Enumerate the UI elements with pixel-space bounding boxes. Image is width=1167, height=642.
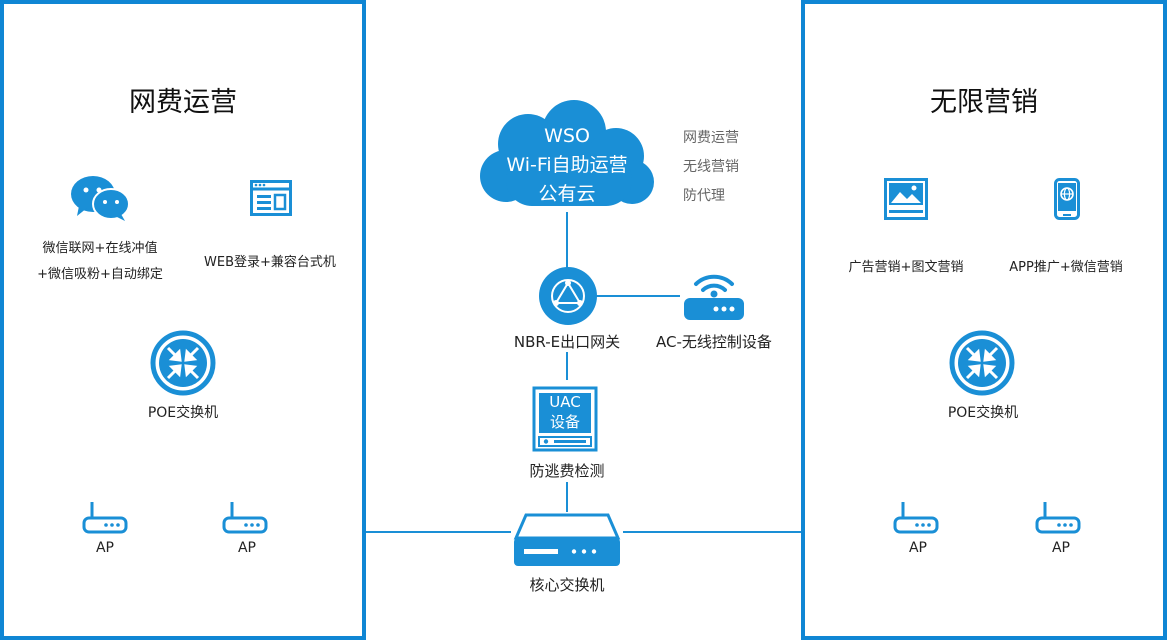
cloud-feature-1: 网费运营 <box>683 130 739 146</box>
poe-switch-icon <box>150 330 216 396</box>
right-ap1-label: AP <box>908 540 928 556</box>
left-ap2-label: AP <box>237 540 257 556</box>
gateway-icon <box>539 267 597 325</box>
nbr-gateway-label: NBR-E出口网关 <box>513 333 621 351</box>
image-ad-icon <box>884 178 928 220</box>
right-panel-title: 无限营销 <box>930 87 1038 118</box>
left-panel-title: 网费运营 <box>129 87 237 118</box>
core-switch-label: 核心交换机 <box>529 576 605 594</box>
core-switch-icon <box>513 513 621 566</box>
wechat-icon <box>71 176 130 221</box>
web-page-icon <box>250 180 292 216</box>
ap-icon <box>893 502 939 534</box>
ac-controller-label: AC-无线控制设备 <box>656 333 772 351</box>
mobile-app-icon <box>1054 178 1080 220</box>
wireless-controller-icon <box>684 274 744 320</box>
left-panel <box>0 0 366 640</box>
uac-text-line1: UAC <box>549 393 581 411</box>
right-panel <box>801 0 1167 640</box>
cloud-feature-2: 无线营销 <box>683 159 739 175</box>
ap-icon <box>1035 502 1081 534</box>
app-promotion-label: APP推广+微信营销 <box>1009 260 1123 275</box>
cloud-title-line1: WSO <box>544 125 590 147</box>
uac-text-line2: 设备 <box>549 413 580 431</box>
poe-switch-icon <box>949 330 1015 396</box>
right-poe-label: POE交换机 <box>947 405 1019 421</box>
web-login-label: WEB登录+兼容台式机 <box>204 255 336 270</box>
ap-icon <box>222 502 268 534</box>
cloud-title-line2: Wi-Fi自助运营 <box>506 154 628 176</box>
cloud-icon <box>480 100 654 206</box>
ap-icon <box>82 502 128 534</box>
cloud-feature-3: 防代理 <box>683 188 725 204</box>
ad-marketing-label: 广告营销+图文营销 <box>848 260 964 275</box>
wechat-feature-line2: +微信吸粉+自动绑定 <box>37 267 163 282</box>
wechat-feature-line1: 微信联网+在线冲值 <box>42 241 158 256</box>
uac-device-icon <box>532 386 598 452</box>
cloud-title-line3: 公有云 <box>538 183 596 205</box>
left-poe-label: POE交换机 <box>147 405 219 421</box>
left-ap1-label: AP <box>95 540 115 556</box>
anti-evasion-label: 防逃费检测 <box>529 462 605 480</box>
right-ap2-label: AP <box>1051 540 1071 556</box>
